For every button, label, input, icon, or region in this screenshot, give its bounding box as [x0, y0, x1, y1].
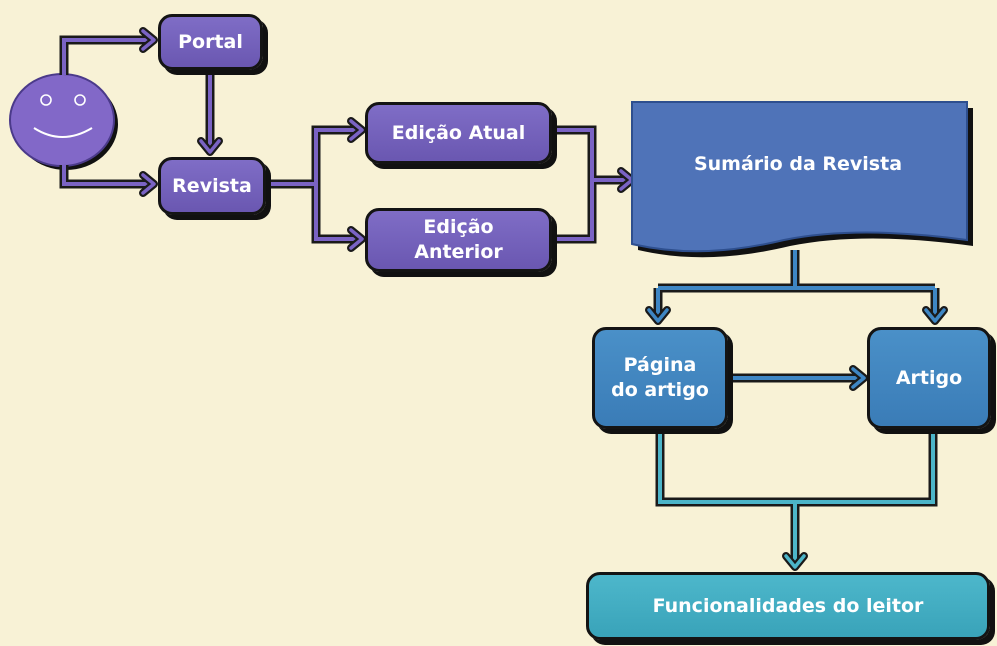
revista-label: Revista — [172, 174, 252, 197]
connector-smiley-portal — [59, 35, 150, 75]
edicao-atual-node: Edição Atual — [365, 102, 552, 164]
portal-label: Portal — [178, 30, 243, 53]
smiley-face-icon — [9, 73, 118, 170]
edicao-anterior-node: Edição Anterior — [365, 208, 552, 272]
edicao-anterior-line2: Anterior — [414, 241, 503, 263]
edicao-atual-label: Edição Atual — [391, 121, 526, 144]
sumario-node: Sumário da Revista — [631, 101, 973, 258]
pagina-artigo-node: Página do artigo — [592, 327, 728, 429]
pagina-artigo-line1: Página — [623, 354, 697, 377]
revista-node: Revista — [158, 157, 266, 215]
edicao-anterior-line1: Edição — [423, 216, 494, 239]
funcionalidades-label: Funcionalidades do leitor — [652, 594, 924, 617]
funcionalidades-node: Funcionalidades do leitor — [586, 572, 990, 640]
pagina-artigo-line2: do artigo — [611, 379, 709, 401]
sumario-label: Sumário da Revista — [694, 153, 902, 175]
artigo-label: Artigo — [895, 366, 963, 389]
artigo-node: Artigo — [867, 327, 991, 429]
portal-node: Portal — [158, 14, 263, 70]
